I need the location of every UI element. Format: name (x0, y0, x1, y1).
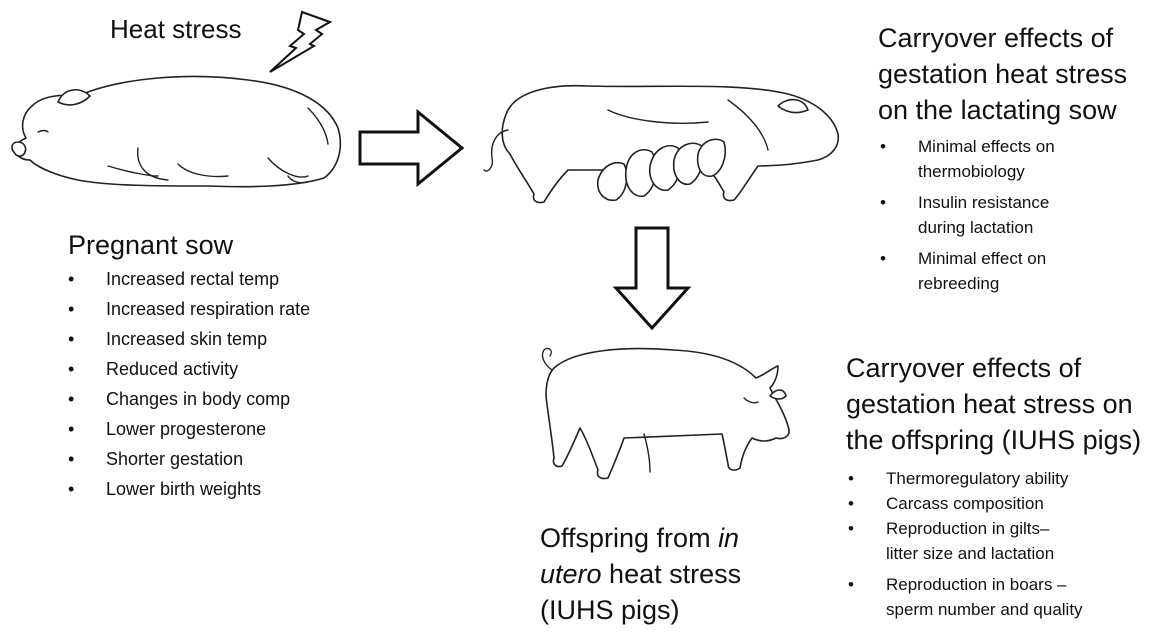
pig-illustration (534, 338, 804, 488)
list-item: Reduced activity (66, 354, 396, 384)
list-item-line: thermobiology (918, 159, 1158, 184)
list-item: Shorter gestation (66, 444, 396, 474)
right-arrow-icon (358, 110, 468, 190)
offspring-effects-title: Carryover effects of gestation heat stre… (846, 350, 1164, 458)
pregnant-sow-effects-list: Increased rectal tempIncreased respirati… (66, 264, 396, 504)
down-arrow-icon (614, 226, 694, 336)
offspring-effects-title-line: gestation heat stress on (846, 386, 1164, 422)
lactating-sow-title: Carryover effects of gestation heat stre… (878, 20, 1164, 128)
offspring-effects-list: Thermoregulatory abilityCarcass composit… (846, 466, 1162, 628)
list-item: Reproduction in gilts–litter size and la… (846, 516, 1162, 566)
list-item-line: rebreeding (918, 271, 1158, 296)
offspring-label-line: Offspring from in (540, 520, 741, 556)
offspring-label-line: utero heat stress (540, 556, 741, 592)
list-item-line: Insulin resistance (918, 190, 1158, 215)
list-item-line: Carcass composition (886, 491, 1162, 516)
list-item-line: Minimal effect on (918, 246, 1158, 271)
list-item: Increased skin temp (66, 324, 396, 354)
list-item: Lower birth weights (66, 474, 396, 504)
list-item-line: Reproduction in gilts– (886, 516, 1162, 541)
lactating-sow-effects-list: Minimal effects onthermobiologyInsulin r… (878, 134, 1158, 302)
list-item: Carcass composition (846, 491, 1162, 516)
list-item-line: sperm number and quality (886, 597, 1162, 622)
list-item: Changes in body comp (66, 384, 396, 414)
list-item: Thermoregulatory ability (846, 466, 1162, 491)
heat-stress-label: Heat stress (110, 12, 242, 46)
offspring-effects-title-line: Carryover effects of (846, 350, 1164, 386)
lactating-sow-title-line: on the lactating sow (878, 92, 1164, 128)
lactating-sow-illustration (478, 70, 848, 220)
list-item: Increased respiration rate (66, 294, 396, 324)
list-item-line: Reproduction in boars – (886, 572, 1162, 597)
offspring-effects-title-line: the offspring (IUHS pigs) (846, 422, 1164, 458)
list-item: Lower progesterone (66, 414, 396, 444)
list-item-line: during lactation (918, 215, 1158, 240)
list-item-line: litter size and lactation (886, 541, 1162, 566)
list-item-line: Minimal effects on (918, 134, 1158, 159)
list-item-line: Thermoregulatory ability (886, 466, 1162, 491)
list-item: Reproduction in boars –sperm number and … (846, 572, 1162, 622)
lactating-sow-title-line: gestation heat stress (878, 56, 1164, 92)
pregnant-sow-illustration (8, 68, 348, 188)
offspring-label-line: (IUHS pigs) (540, 592, 741, 628)
pregnant-sow-title: Pregnant sow (68, 228, 233, 262)
lightning-bolt-icon (262, 4, 342, 74)
offspring-label: Offspring from in utero heat stress (IUH… (540, 520, 741, 628)
lactating-sow-title-line: Carryover effects of (878, 20, 1164, 56)
list-item: Increased rectal temp (66, 264, 396, 294)
